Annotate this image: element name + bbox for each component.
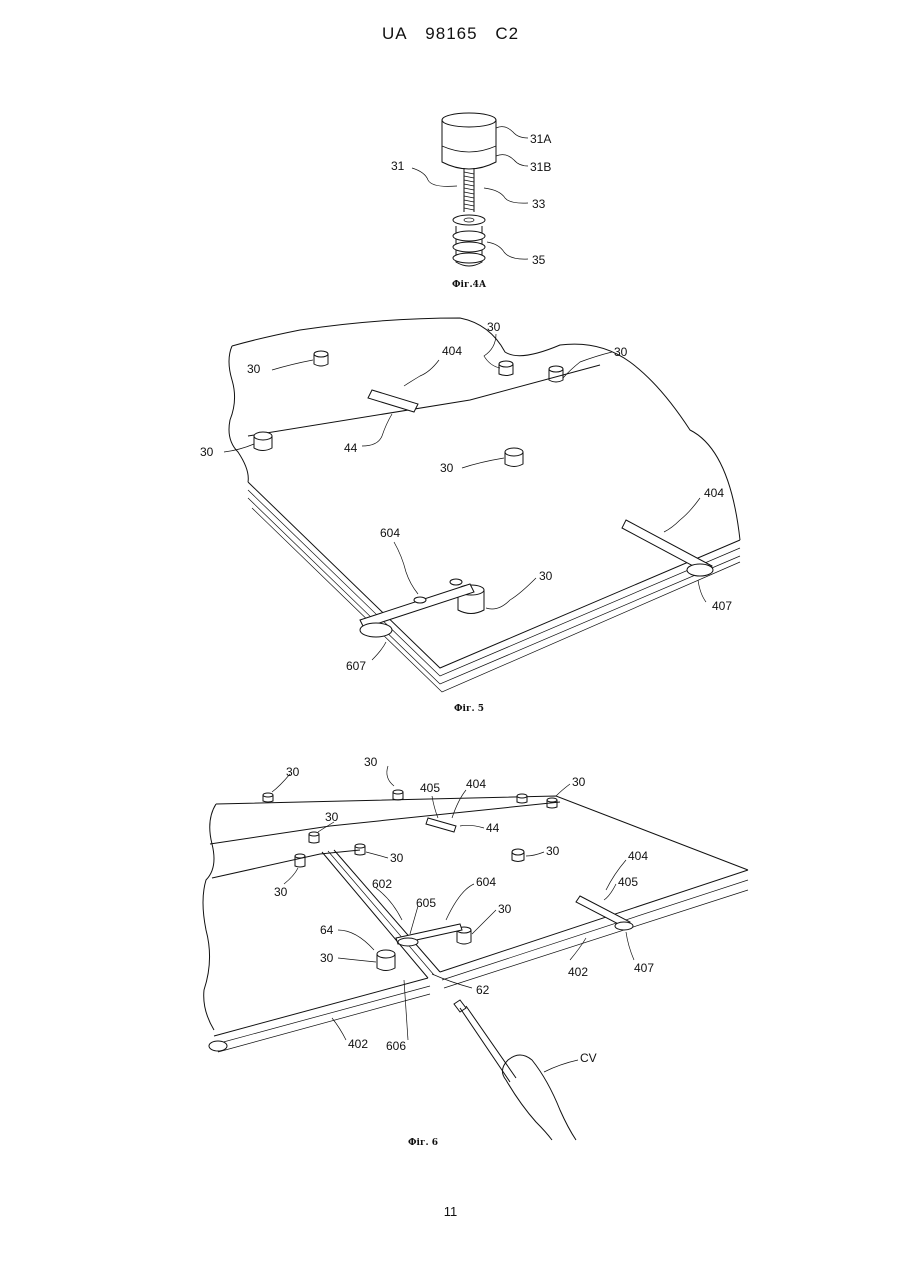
label-606: 606 [386, 1039, 406, 1053]
label-604: 604 [380, 526, 400, 540]
peg [263, 793, 273, 802]
figure-6: 30 30 30 30 30 30 30 30 30 405 404 44 40… [203, 755, 748, 1148]
peg [355, 844, 365, 855]
label-30: 30 [325, 810, 339, 824]
peg [309, 832, 319, 843]
label-407: 407 [634, 961, 654, 975]
label-62: 62 [476, 983, 490, 997]
label-31a: 31A [530, 132, 551, 146]
peg [505, 448, 523, 467]
label-30: 30 [539, 569, 553, 583]
label-44: 44 [486, 821, 500, 835]
screwdriver-tip [454, 1000, 466, 1012]
connector-407 [687, 564, 713, 576]
screwdriver-handle [502, 1055, 576, 1140]
figure-5: 30 30 30 30 30 30 404 44 404 604 607 407… [200, 318, 740, 714]
label-407: 407 [712, 599, 732, 613]
screw-thread [464, 168, 474, 212]
label-cv: CV [580, 1051, 597, 1065]
label-30: 30 [487, 320, 501, 334]
label-30: 30 [546, 844, 560, 858]
panel-joint [248, 365, 600, 436]
peg [295, 854, 305, 867]
panel-front-edge [248, 482, 740, 668]
panel-left-edge [229, 346, 248, 482]
label-405: 405 [618, 875, 638, 889]
bracket-404-upper [426, 818, 456, 832]
leader-31 [412, 168, 457, 186]
peg [499, 361, 513, 376]
label-405: 405 [420, 781, 440, 795]
panel-break-edge [232, 318, 740, 540]
label-404: 404 [704, 486, 724, 500]
connector-605 [398, 938, 418, 946]
label-30: 30 [390, 851, 404, 865]
lever-604 [360, 584, 474, 628]
connector-left [209, 1041, 227, 1051]
caption-fig4a: Фіг.4А [452, 280, 487, 290]
peg [512, 849, 524, 862]
label-404: 404 [466, 777, 486, 791]
peg [254, 432, 272, 451]
connector-607 [360, 623, 392, 637]
bracket-404-upper [368, 390, 418, 412]
label-30: 30 [440, 461, 454, 475]
caption-fig5: Фіг. 5 [454, 704, 484, 714]
label-30: 30 [286, 765, 300, 779]
label-404: 404 [628, 849, 648, 863]
caption-fig6: Фіг. 6 [408, 1138, 438, 1148]
peg [377, 950, 395, 971]
label-30: 30 [498, 902, 512, 916]
leader-31b [496, 155, 528, 166]
label-30: 30 [614, 345, 628, 359]
label-35: 35 [532, 253, 546, 267]
label-30: 30 [364, 755, 378, 769]
connector-407 [615, 922, 633, 930]
label-31: 31 [391, 159, 405, 173]
page-number: 11 [0, 1204, 901, 1219]
label-604: 604 [476, 875, 496, 889]
label-44: 44 [344, 441, 358, 455]
label-605: 605 [416, 896, 436, 910]
label-607: 607 [346, 659, 366, 673]
label-602: 602 [372, 877, 392, 891]
groove-channel [322, 850, 440, 978]
front-edge-left [214, 978, 428, 1036]
peg [549, 366, 563, 382]
peg [314, 351, 328, 366]
leader-33 [484, 188, 528, 203]
label-404: 404 [442, 344, 462, 358]
panel-left-break [203, 804, 216, 1030]
joint-upper [210, 802, 560, 844]
label-30: 30 [274, 885, 288, 899]
leader-35 [487, 242, 528, 259]
cap-groove [442, 146, 496, 152]
label-30: 30 [320, 951, 334, 965]
label-30: 30 [247, 362, 261, 376]
label-64: 64 [320, 923, 334, 937]
washer-stack [453, 215, 485, 266]
label-33: 33 [532, 197, 546, 211]
label-30: 30 [200, 445, 214, 459]
cap-top [442, 113, 496, 127]
label-402: 402 [348, 1037, 368, 1051]
peg [517, 794, 527, 803]
leader-31a [496, 127, 528, 138]
figure-4a: 31A 31B 31 33 35 Фіг.4А [391, 113, 551, 290]
peg [393, 790, 403, 800]
label-30: 30 [572, 775, 586, 789]
label-402: 402 [568, 965, 588, 979]
label-31b: 31B [530, 160, 551, 174]
screwdriver-shaft [460, 1006, 516, 1082]
